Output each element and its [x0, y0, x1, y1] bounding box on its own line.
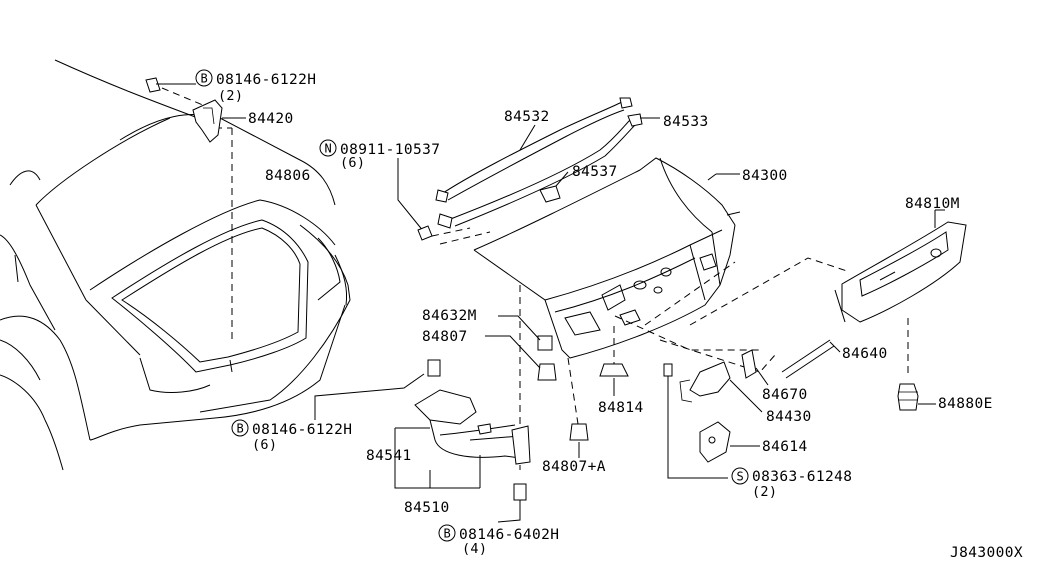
label-84807: 84807: [422, 329, 468, 345]
fastener-number: 08146-6122H: [216, 72, 316, 88]
fastener-qty: (4): [462, 541, 487, 557]
circled-prefix-icon: [231, 419, 249, 437]
hinge-assembly: [145, 77, 246, 143]
fastener-prefix: S: [737, 470, 744, 484]
label-84807a: 84807+A: [542, 459, 606, 475]
fastener-qty: (2): [752, 484, 777, 500]
fastener-prefix: N: [325, 142, 332, 156]
label-84814: 84814: [598, 400, 644, 416]
hinge-84510: [314, 359, 531, 523]
label-84537: 84537: [572, 164, 618, 180]
rod: [781, 339, 841, 379]
fastener-f3: B 08146-6122H (6): [231, 419, 352, 453]
label-84541: 84541: [366, 448, 412, 464]
circled-prefix-icon: [731, 467, 749, 485]
fastener-qty: (6): [252, 437, 277, 453]
connector-icon: [539, 185, 561, 203]
label-84430: 84430: [766, 409, 812, 425]
fastener-number: 08363-61248: [752, 469, 852, 485]
fastener-prefix: B: [237, 422, 244, 436]
fastener-f5: B 08146-6402H (4): [438, 524, 559, 557]
label-84632m: 84632M: [422, 308, 477, 324]
diagram-code: J843000X: [950, 545, 1023, 561]
fastener-labels: B 08146-6122H (2) N 08911-10537 (6) B 08…: [195, 69, 852, 557]
fastener-f4: S 08363-61248 (2): [731, 467, 852, 500]
fastener-qty: (2): [218, 88, 243, 104]
part-labels: 84420 84806 84532 84533 84537 84300 8481…: [248, 109, 1023, 561]
fastener-number: 08146-6402H: [459, 527, 559, 543]
circled-prefix-icon: [319, 139, 337, 157]
bolt-icon: [145, 77, 161, 93]
fastener-f2: N 08911-10537 (6): [319, 139, 440, 171]
trunk-finisher: [834, 209, 967, 378]
fastener-qty: (6): [340, 155, 365, 171]
cables: [435, 97, 660, 229]
label-84880e: 84880E: [938, 396, 993, 412]
label-84806: 84806: [265, 168, 311, 184]
label-84670: 84670: [762, 387, 808, 403]
clip-84880e: [897, 383, 936, 411]
label-84533: 84533: [663, 114, 709, 130]
label-84614: 84614: [762, 439, 808, 455]
label-84420: 84420: [248, 111, 294, 127]
circled-prefix-icon: [195, 69, 213, 87]
label-84810m: 84810M: [905, 196, 960, 212]
bolt-icon: [427, 359, 441, 377]
latch-parts: [485, 285, 769, 479]
label-84300: 84300: [742, 168, 788, 184]
label-84532: 84532: [504, 109, 550, 125]
clip-icon: [417, 225, 433, 241]
fastener-prefix: B: [201, 72, 208, 86]
fastener-prefix: B: [444, 527, 451, 541]
clip-assembly: [397, 158, 491, 245]
trunk-lid: [473, 157, 851, 373]
car-body-illustration: [0, 59, 351, 471]
fastener-f1: B 08146-6122H (2): [195, 69, 316, 104]
label-84640: 84640: [842, 346, 888, 362]
label-84510: 84510: [404, 500, 450, 516]
fastener-number: 08911-10537: [340, 142, 440, 158]
circled-prefix-icon: [438, 524, 456, 542]
trunk-hinge-icon: [192, 99, 223, 143]
fastener-number: 08146-6122H: [252, 422, 352, 438]
